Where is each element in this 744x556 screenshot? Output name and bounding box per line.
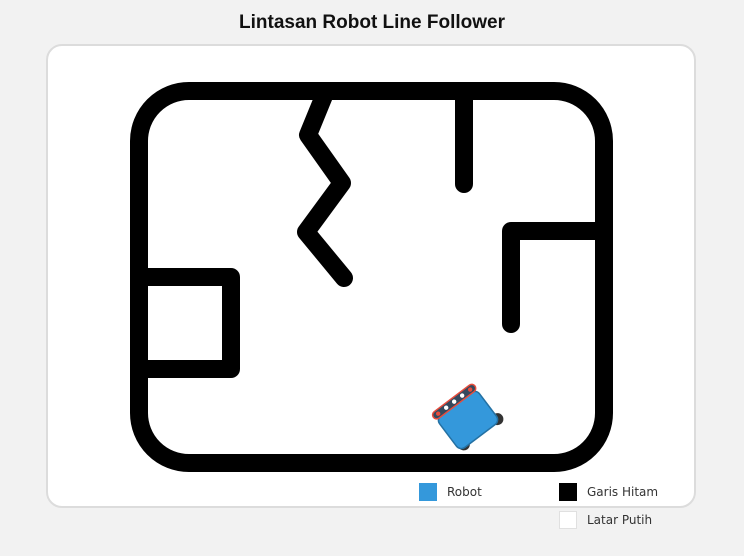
sensor-dot [459,393,465,398]
legend-white-bg: Latar Putih [559,511,652,529]
right-branch-line [502,222,613,333]
legend-black-line-swatch [559,483,577,501]
robot[interactable] [431,380,506,454]
page-title: Lintasan Robot Line Follower [239,12,505,33]
sensor-dot [443,405,449,410]
legend-black-line-label: Garis Hitam [587,485,659,499]
legend-robot-label: Robot [447,485,482,499]
zigzag-branch-line [297,82,353,287]
legend-robot-swatch [419,483,437,501]
legend-white-bg-label: Latar Putih [587,513,653,527]
sensor-dot [435,411,441,416]
sensor-dot [467,387,473,392]
sensor-dot [451,399,457,404]
black-line-track [130,82,613,472]
left-square-line [130,268,240,378]
legend-white-bg-swatch [559,511,577,529]
legend-robot: Robot [419,483,482,501]
legend-black-line: Garis Hitam [559,483,658,501]
sensor-array [435,387,473,416]
robot-body [437,390,499,450]
